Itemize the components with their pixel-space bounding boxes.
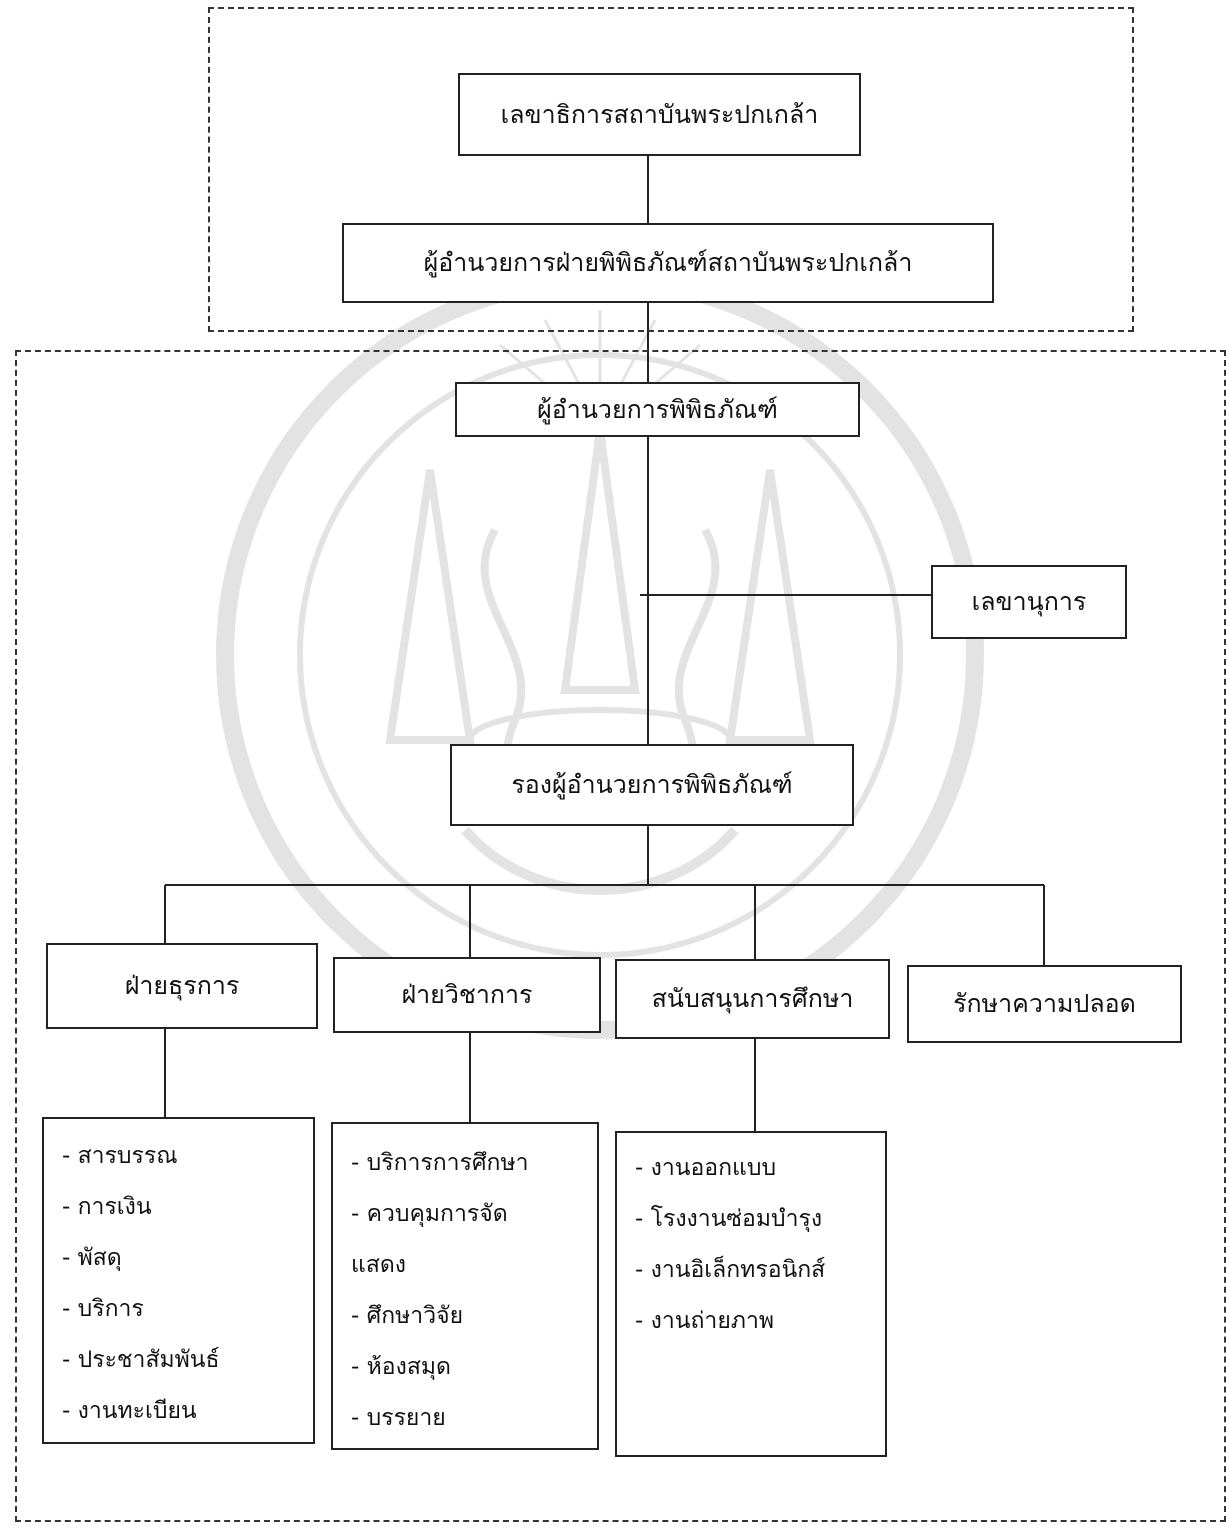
department-name: ฝ่ายธุรการ	[124, 971, 240, 1000]
department-security-box: รักษาความปลอด	[907, 965, 1182, 1043]
list-item: - ห้องสมุด	[351, 1354, 451, 1380]
list-item: - งานถ่ายภาพ	[635, 1308, 775, 1334]
department-academic-box: ฝ่ายวิชาการ	[333, 957, 601, 1033]
list-item: - บรรยาย	[351, 1405, 446, 1431]
museum-director-box: ผู้อำนวยการพิพิธภัณฑ์	[455, 382, 860, 437]
upper-dashed-group	[208, 7, 1134, 332]
list-item: - บริการการศึกษา	[351, 1150, 529, 1176]
lower-dashed-group	[15, 350, 1226, 1522]
museum-division-director-box: ผู้อำนวยการฝ่ายพิพิธภัณฑ์สถาบันพระปกเกล้…	[342, 223, 994, 303]
secretary-label: เลขานุการ	[971, 587, 1087, 616]
list-item: - สารบรรณ	[62, 1143, 178, 1169]
list-item: - งานทะเบียน	[62, 1398, 197, 1424]
secretary-box: เลขานุการ	[931, 565, 1127, 639]
list-item-continuation: แสดง	[351, 1252, 407, 1278]
list-item: - ศึกษาวิจัย	[351, 1303, 464, 1329]
secretary-general-box: เลขาธิการสถาบันพระปกเกล้า	[458, 73, 861, 156]
deputy-director-label: รองผู้อำนวยการพิพิธภัณฑ์	[511, 770, 793, 799]
list-item: - โรงงานซ่อมบำรุง	[635, 1206, 823, 1232]
secretary-general-label: เลขาธิการสถาบันพระปกเกล้า	[500, 99, 819, 129]
list-item: - งานออกแบบ	[635, 1155, 777, 1181]
museum-director-label: ผู้อำนวยการพิพิธภัณฑ์	[537, 394, 778, 424]
museum-division-director-label: ผู้อำนวยการฝ่ายพิพิธภัณฑ์สถาบันพระปกเกล้…	[423, 248, 913, 277]
department-name: สนับสนุนการศึกษา	[651, 984, 854, 1013]
department-administration-box: ฝ่ายธุรการ	[46, 943, 318, 1029]
list-item: - ควบคุมการจัด	[351, 1201, 508, 1227]
education-support-task-list: - งานออกแบบ - โรงงานซ่อมบำรุง - งานอิเล็…	[615, 1131, 887, 1457]
deputy-director-box: รองผู้อำนวยการพิพิธภัณฑ์	[450, 744, 854, 826]
list-item: - บริการ	[62, 1296, 144, 1322]
department-name: รักษาความปลอด	[953, 989, 1136, 1018]
list-item: - ประชาสัมพันธ์	[62, 1347, 220, 1373]
list-item: - งานอิเล็กทรอนิกส์	[635, 1257, 826, 1283]
department-education-support-box: สนับสนุนการศึกษา	[615, 959, 890, 1039]
list-item: - การเงิน	[62, 1194, 152, 1220]
academic-task-list: - บริการการศึกษา - ควบคุมการจัด แสดง - ศ…	[331, 1122, 599, 1450]
department-name: ฝ่ายวิชาการ	[401, 980, 533, 1009]
administration-task-list: - สารบรรณ - การเงิน - พัสดุ - บริการ - ป…	[42, 1117, 315, 1444]
list-item: - พัสดุ	[62, 1245, 122, 1271]
